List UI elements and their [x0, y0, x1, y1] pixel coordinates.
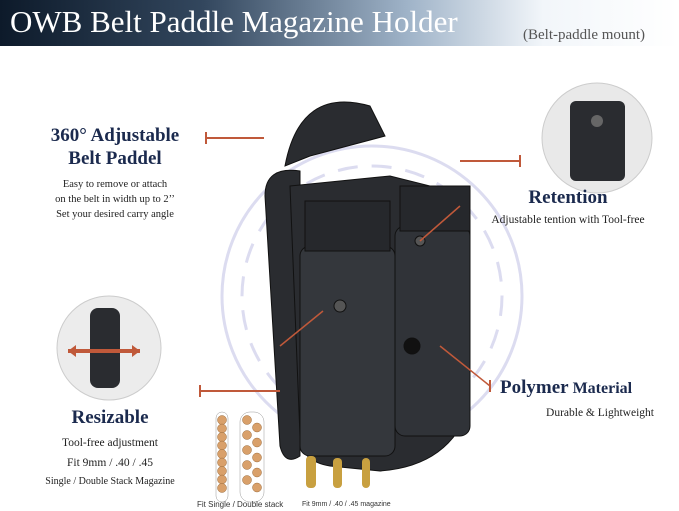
callout-line	[460, 160, 520, 162]
cartridge-dot	[217, 483, 227, 493]
cartridge-dot	[217, 440, 227, 451]
retention-title: Retention	[528, 187, 608, 208]
callout-line	[206, 137, 264, 139]
page-subtitle: (Belt-paddle mount)	[523, 27, 646, 43]
cartridge-dot	[242, 475, 252, 485]
paddle-title-2: Belt Paddel	[68, 148, 162, 169]
cartridge-dot	[217, 432, 227, 442]
pointer-line	[439, 345, 491, 387]
callout-tick	[199, 385, 201, 397]
cartridge-dot	[217, 423, 227, 434]
cartridge-dot	[242, 430, 252, 440]
callout-line	[200, 390, 280, 392]
callout-tick	[489, 380, 491, 392]
stack-caption: Fit Single / Double stack	[197, 500, 284, 509]
cartridge-dot	[242, 415, 252, 425]
magazine-holder	[264, 101, 471, 472]
product-illustration	[56, 82, 653, 503]
cartridge-dot	[252, 422, 262, 433]
cartridge-dot	[242, 460, 252, 470]
cartridge-dot	[217, 457, 227, 468]
page-title: OWB Belt Paddle Magazine Holder	[10, 4, 458, 39]
resizable-desc: Single / Double Stack Magazine	[45, 476, 175, 487]
resizable-detail-image	[56, 295, 162, 401]
caliber-caption: Fit 9mm / .40 / .45 magazine	[302, 501, 391, 508]
polymer-title-rest: Material	[568, 380, 633, 397]
resizable-desc: Fit 9mm / .40 / .45	[67, 457, 153, 469]
paddle-title-1: 360° Adjustable	[50, 125, 180, 146]
cartridge-dot	[252, 467, 262, 478]
paddle-desc: on the belt in width up to 2’’	[55, 194, 175, 205]
cartridge-dot	[242, 445, 252, 455]
cartridges	[306, 456, 370, 488]
magazine-stacks	[215, 411, 265, 503]
paddle-desc: Set your desired carry angle	[56, 209, 174, 220]
cartridge-dot	[252, 437, 262, 448]
polymer-title: Polymer Material	[500, 377, 679, 399]
pointer-line	[419, 205, 461, 242]
retention-detail-image	[541, 82, 653, 194]
cartridge-dot	[217, 466, 227, 476]
polymer-desc: Durable & Lightweight	[546, 407, 654, 419]
cartridge-dot	[252, 482, 262, 493]
pointer-line	[279, 310, 324, 347]
title-banner	[0, 0, 679, 46]
cartridge-dot	[217, 415, 227, 425]
cartridge-dot	[252, 452, 262, 463]
resizable-desc: Tool-free adjustment	[62, 437, 158, 449]
callout-tick	[205, 132, 207, 144]
resizable-title: Resizable	[71, 407, 149, 428]
cartridge-dot	[217, 474, 227, 485]
retention-desc: Adjustable tention with Tool-free	[491, 214, 645, 226]
polymer-title-bold: Polymer	[500, 377, 569, 398]
callout-tick	[519, 155, 521, 167]
cartridge-dot	[217, 449, 227, 459]
paddle-desc: Easy to remove or attach	[62, 179, 168, 190]
